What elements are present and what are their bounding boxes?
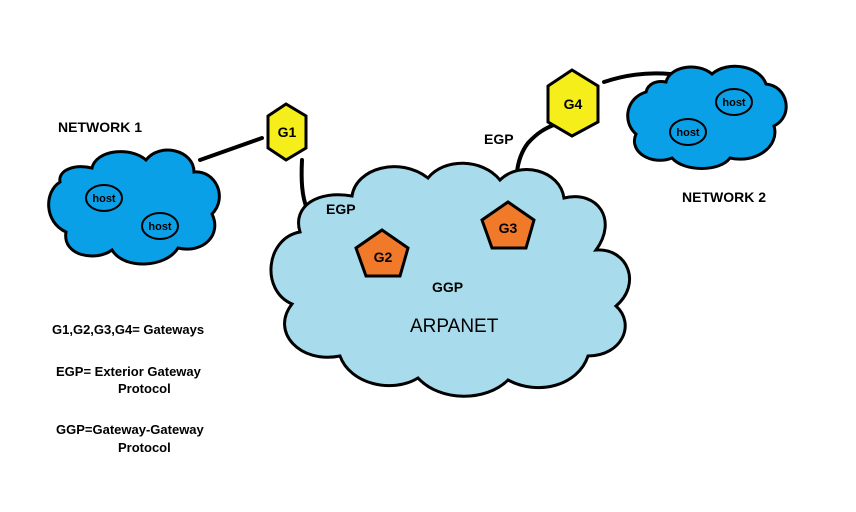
host-bubble: [141, 212, 179, 240]
host-bubble: [715, 88, 753, 116]
legend: G1,G2,G3,G4= Gateways EGP= Exterior Gate…: [52, 322, 205, 455]
arpanet-title: ARPANET: [410, 316, 499, 337]
gateway-g4: G4: [546, 68, 600, 138]
legend-gateways: G1,G2,G3,G4= Gateways: [52, 322, 204, 337]
hexagon-icon: [546, 68, 600, 138]
network2-cloud: [626, 64, 788, 170]
link-label-ggp-g2-g3: GGP: [432, 279, 463, 295]
gateway-g1: G1: [266, 102, 308, 162]
hexagon-icon: [266, 102, 308, 162]
pentagon-icon: [480, 200, 536, 250]
arpanet-cloud: [269, 161, 632, 398]
link-label-egp-g3-g4: EGP: [484, 131, 514, 147]
gateway-g3-label: G3: [499, 220, 518, 236]
network1-title: NETWORK 1: [58, 119, 142, 135]
host-bubble: [669, 118, 707, 146]
network2-host-2: host: [669, 118, 707, 146]
host-label: host: [92, 193, 116, 205]
link-network1-g1: [198, 136, 264, 162]
network1-host-2: host: [141, 212, 179, 240]
host-bubble: [85, 184, 123, 212]
host-label: host: [148, 221, 172, 233]
network2-title: NETWORK 2: [682, 189, 766, 205]
link-g4-network2: [602, 71, 672, 84]
pentagon-icon: [354, 228, 410, 278]
host-label: host: [722, 97, 746, 109]
legend-egp-line2: Protocol: [118, 381, 171, 396]
gateway-g2-label: G2: [374, 249, 393, 265]
link-label-egp-g1-g2: EGP: [326, 201, 356, 217]
gateway-g1-label: G1: [278, 124, 297, 140]
network1-host-1: host: [85, 184, 123, 212]
network1-cloud: [47, 148, 221, 266]
legend-egp-line1: EGP= Exterior Gateway: [56, 364, 202, 379]
gateway-g4-label: G4: [564, 96, 583, 112]
gateway-g3: G3: [480, 200, 536, 250]
legend-ggp-line2: Protocol: [118, 440, 171, 455]
host-label: host: [676, 127, 700, 139]
network2-host-1: host: [715, 88, 753, 116]
gateway-g2: G2: [354, 228, 410, 278]
legend-ggp-line1: GGP=Gateway-Gateway: [56, 422, 205, 437]
